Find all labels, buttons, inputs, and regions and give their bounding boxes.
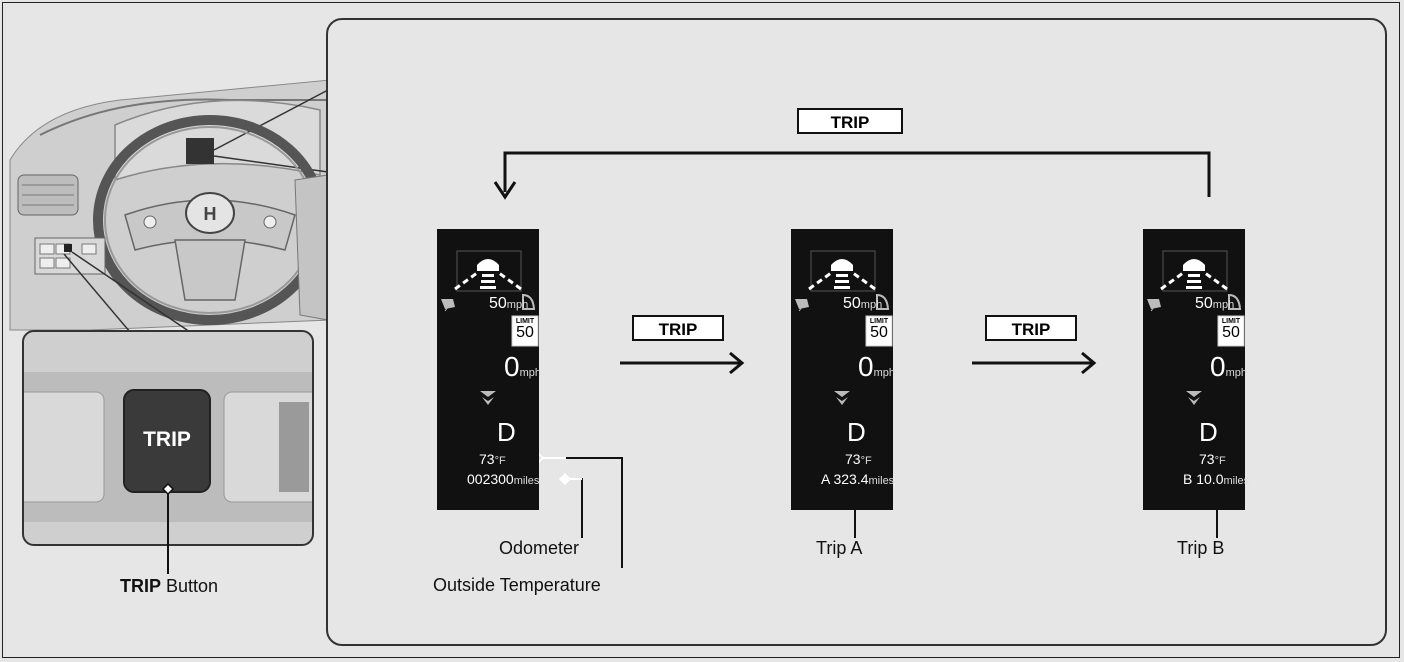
temp-unit: °F (495, 455, 506, 467)
gear-3: D (1199, 417, 1218, 448)
acc-speed-2: 50mph (843, 295, 882, 313)
trip-b-prefix: B (1183, 471, 1192, 487)
trip-a-prefix: A (821, 471, 830, 487)
acc-speed-3: 50mph (1195, 295, 1234, 313)
temperature-2: 73°F (845, 451, 872, 467)
current-speed-1: 0mph (504, 351, 541, 383)
current-speed-unit: mph (1226, 367, 1247, 379)
odometer-label: Odometer (499, 538, 579, 559)
current-speed-value: 0 (1210, 351, 1226, 382)
gear-1: D (497, 417, 516, 448)
trip-arrow-1-label: TRIP (632, 315, 724, 341)
trip-b-value: 10.0 (1196, 471, 1223, 487)
trip-b-reading: B 10.0miles (1183, 471, 1249, 487)
gear-2: D (847, 417, 866, 448)
odometer-unit: miles (514, 475, 540, 487)
odometer-value: 002300 (467, 471, 514, 487)
trip-a-label: Trip A (816, 538, 862, 559)
trip-a-value: 323.4 (833, 471, 868, 487)
acc-speed-unit: mph (507, 299, 528, 311)
trip-a-unit: miles (869, 475, 895, 487)
current-speed-2: 0mph (858, 351, 895, 383)
current-speed-unit: mph (520, 367, 541, 379)
trip-b-label: Trip B (1177, 538, 1224, 559)
outside-temperature-label: Outside Temperature (433, 575, 601, 596)
current-speed-value: 0 (858, 351, 874, 382)
temp-unit: °F (1215, 455, 1226, 467)
temp-unit: °F (861, 455, 872, 467)
temperature-1: 73°F (479, 451, 506, 467)
temp-value: 73 (1199, 451, 1215, 467)
trip-b-unit: miles (1223, 475, 1249, 487)
acc-speed-unit: mph (1213, 299, 1234, 311)
acc-speed-unit: mph (861, 299, 882, 311)
limit-sign-value: 50 (512, 325, 538, 341)
limit-sign-value: 50 (866, 325, 892, 341)
odometer-reading: 002300miles (467, 471, 539, 487)
trip-a-reading: A 323.4miles (821, 471, 894, 487)
temperature-3: 73°F (1199, 451, 1226, 467)
trip-arrow-2-label: TRIP (985, 315, 1077, 341)
limit-sign-value: 50 (1218, 325, 1244, 341)
acc-speed-1: 50mph (489, 295, 528, 313)
acc-speed-value: 50 (489, 295, 507, 312)
trip-loop-label: TRIP (797, 108, 903, 134)
temp-value: 73 (479, 451, 495, 467)
current-speed-unit: mph (874, 367, 895, 379)
current-speed-value: 0 (504, 351, 520, 382)
acc-speed-value: 50 (1195, 295, 1213, 312)
acc-speed-value: 50 (843, 295, 861, 312)
temp-value: 73 (845, 451, 861, 467)
current-speed-3: 0mph (1210, 351, 1247, 383)
